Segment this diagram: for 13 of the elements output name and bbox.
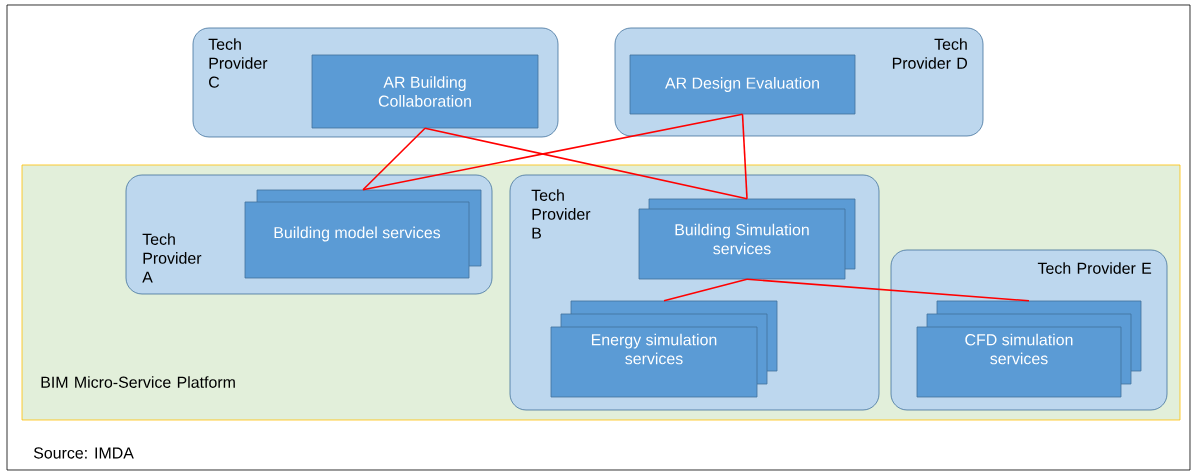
connector-line (746, 278, 1030, 302)
connector-line (741, 113, 748, 200)
service-box: AR Building Collaboration (311, 54, 539, 129)
service-stack: CFD simulation services (916, 300, 1142, 398)
service-stack: Energy simulation services (550, 300, 778, 398)
service-box: AR Design Evaluation (629, 54, 856, 115)
connector-line (362, 127, 426, 191)
connector-line (362, 113, 744, 191)
service-stack: Building Simulation services (638, 198, 856, 280)
service-stack: Building model services (244, 189, 482, 279)
source-note: Source: IMDA (33, 447, 134, 459)
connector-line (663, 278, 748, 302)
connector-line (424, 127, 748, 200)
